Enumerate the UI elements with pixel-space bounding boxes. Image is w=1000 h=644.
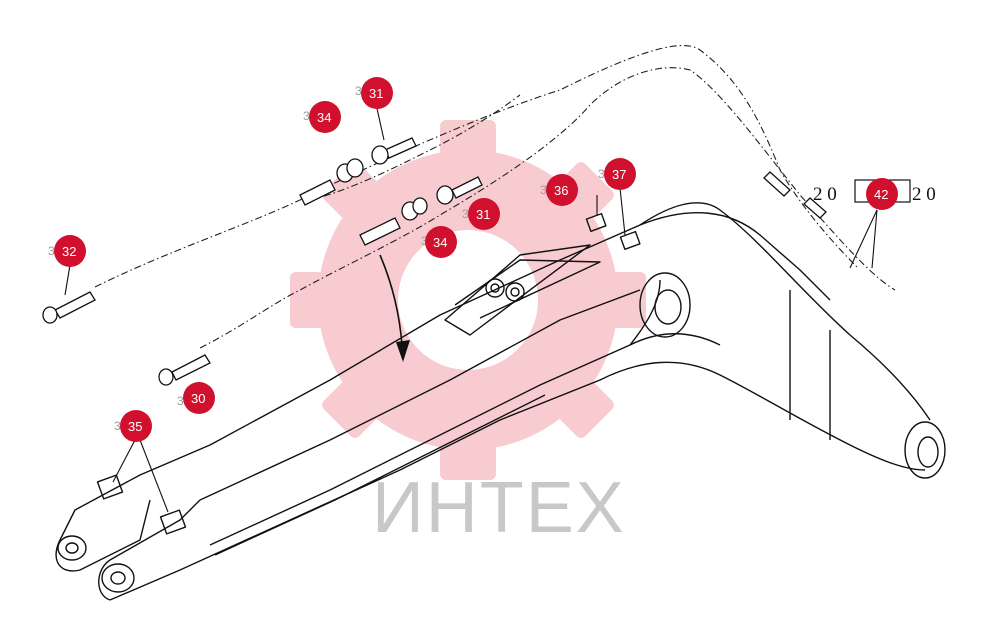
callout-34-upper: 34 34 [303,101,341,133]
boom-structure [55,202,946,601]
watermark-text: ИНТЕХ [372,468,626,548]
svg-text:36: 36 [554,183,568,198]
right-bolts [763,171,827,219]
callout-37: 37 37 [598,158,636,190]
hose-routing-lines [94,45,896,349]
svg-text:30: 30 [191,391,205,406]
svg-text:31: 31 [476,207,490,222]
bolt-31-upper [371,137,417,165]
svg-text:2 0: 2 0 [813,184,837,205]
bolt-32 [42,291,96,324]
assembly-arrow [379,254,410,362]
leader-lines [64,103,878,513]
bolt-30 [158,354,211,386]
callout-35: 35 35 [114,410,152,442]
callout-36: 36 36 [540,174,578,206]
svg-text:37: 37 [612,167,626,182]
svg-text:42: 42 [874,187,888,202]
svg-text:34: 34 [317,110,331,125]
svg-text:31: 31 [369,86,383,101]
callout-30: 30 30 [177,382,215,414]
svg-text:34: 34 [433,235,447,250]
bolt-31-lower [436,176,483,205]
callout-31-upper: 31 31 [355,77,393,109]
svg-text:35: 35 [128,419,142,434]
svg-text:2 0: 2 0 [912,184,936,205]
svg-text:32: 32 [62,244,76,259]
callout-42: 42 [866,178,898,210]
callout-32: 32 32 [48,235,86,267]
fitting-34-lower [359,197,428,246]
callout-31-lower: 31 31 [462,198,500,230]
callout-34-lower: 34 34 [421,226,457,258]
fitting-34-upper [299,158,364,206]
